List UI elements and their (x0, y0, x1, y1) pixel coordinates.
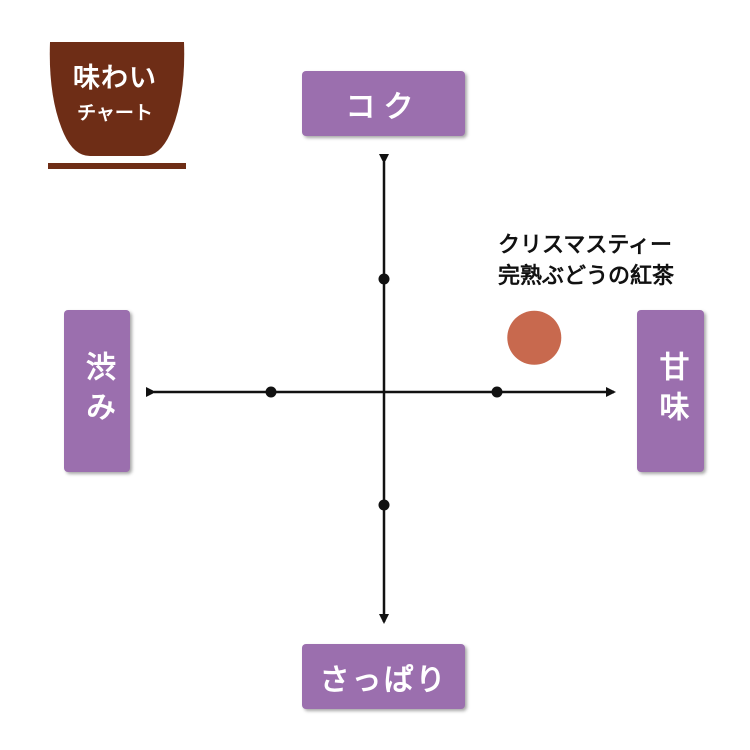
axis-label-left: 渋み (64, 310, 130, 472)
logo-title: 味わい (73, 63, 157, 94)
x-axis-tick-dot (491, 386, 503, 398)
bowl-icon (48, 42, 186, 169)
axis-label-top: コク (302, 71, 465, 136)
data-point-label-line2: 完熟ぶどうの紅茶 (498, 264, 675, 289)
axis-label-bottom: さっぱり (302, 644, 465, 709)
y-axis-tick-dot (378, 499, 390, 511)
logo-subtitle: チャート (77, 102, 153, 124)
data-point-label-line1: クリスマスティー (498, 233, 673, 258)
data-point-marker (507, 310, 562, 365)
data-point-label: クリスマスティー 完熟ぶどうの紅茶 (498, 230, 674, 292)
flavor-chart-logo: 味わい チャート (44, 38, 189, 173)
y-axis-tick-dot (378, 273, 390, 285)
x-axis-tick-dot (265, 386, 277, 398)
axis-label-right: 甘味 (637, 310, 704, 472)
